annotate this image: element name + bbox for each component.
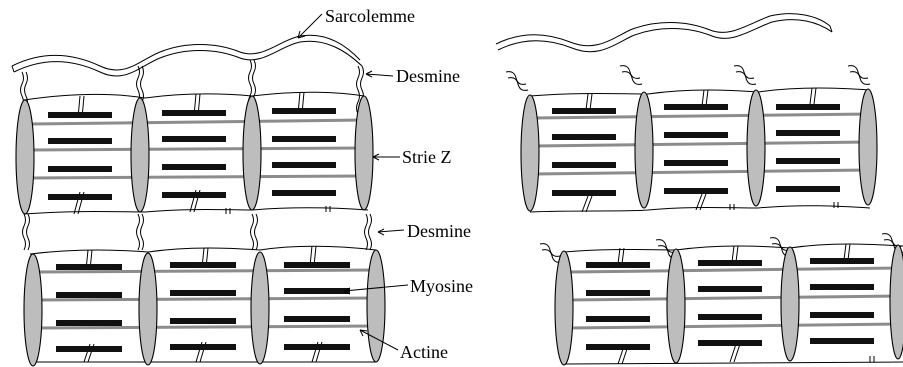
label-actine: Actine bbox=[400, 342, 448, 362]
left-myofibril-bottom bbox=[24, 246, 385, 366]
left-desmin-links bbox=[21, 60, 372, 250]
label-desmine-bottom: Desmine bbox=[407, 221, 471, 241]
label-desmine-top: Desmine bbox=[396, 66, 460, 86]
left-sarcolemma bbox=[12, 35, 362, 76]
left-myofibril-top bbox=[16, 92, 373, 214]
right-myofibril-bottom bbox=[540, 234, 903, 365]
right-sarcolemma bbox=[496, 14, 832, 52]
right-myofibril-top bbox=[506, 66, 877, 212]
arrow-sarcolemme bbox=[298, 14, 322, 38]
label-sarcolemme: Sarcolemme bbox=[325, 6, 415, 26]
label-strie-z: Strie Z bbox=[402, 147, 452, 167]
label-myosine: Myosine bbox=[410, 276, 473, 296]
